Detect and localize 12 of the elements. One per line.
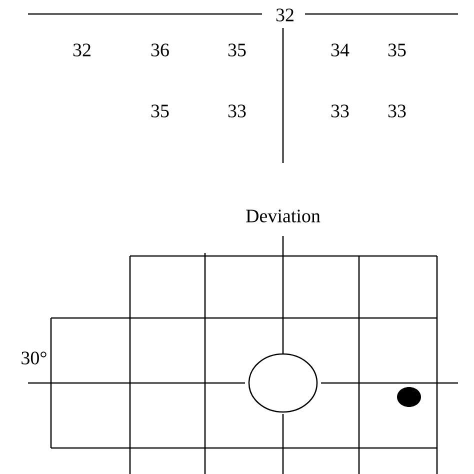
number-label: 32 [73,44,90,56]
number-label: 33 [331,104,349,118]
angle-label: 30° [22,352,46,364]
number-label: 35 [151,104,169,118]
number-label: 35 [228,44,246,56]
number-label: 36 [151,44,169,56]
number-label: 35 [388,44,406,56]
number-label: 33 [388,104,406,118]
number-label: 33 [228,104,246,118]
number-label: 32 [276,8,294,22]
axis-label: Deviation [246,210,320,222]
number-label: 34 [331,44,350,56]
